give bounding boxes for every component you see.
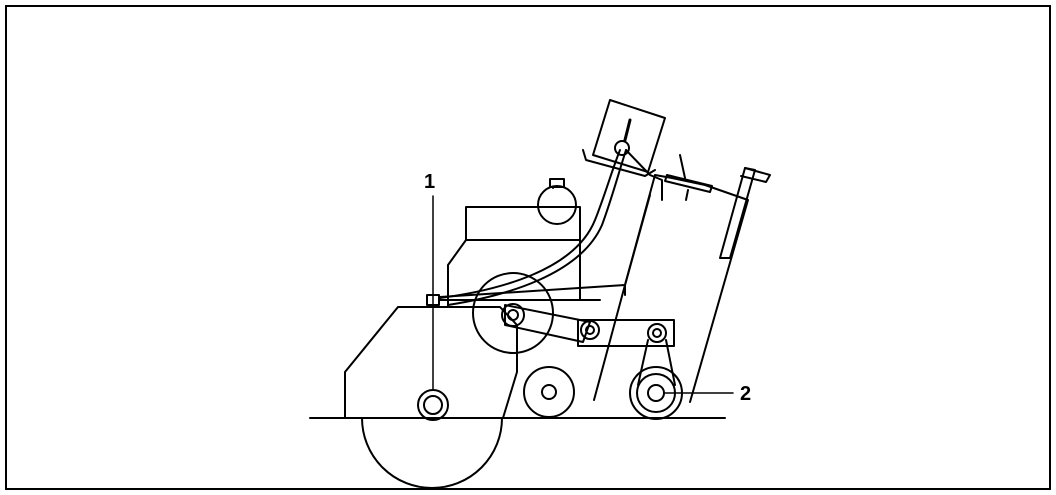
water-hose — [439, 149, 621, 299]
middle-wheel — [523, 366, 575, 418]
hose-fitting — [426, 294, 440, 306]
control-panel — [592, 99, 666, 173]
front-arbor-hub — [417, 389, 449, 421]
raise-lower-lever — [719, 167, 771, 259]
rear-link — [637, 339, 676, 386]
saw-blade — [361, 417, 503, 489]
base-frame — [439, 284, 626, 298]
blade-guard — [344, 306, 518, 419]
figure-frame — [5, 5, 1051, 490]
callout-2-label: 2 — [740, 383, 751, 405]
callout-1-label: 1 — [424, 171, 435, 193]
linkage-arm — [504, 304, 675, 347]
air-filter — [537, 178, 577, 225]
tap-arm — [625, 149, 663, 201]
panel-bracket — [582, 149, 656, 177]
depth-knob — [664, 154, 713, 201]
hose-connector — [614, 140, 630, 156]
